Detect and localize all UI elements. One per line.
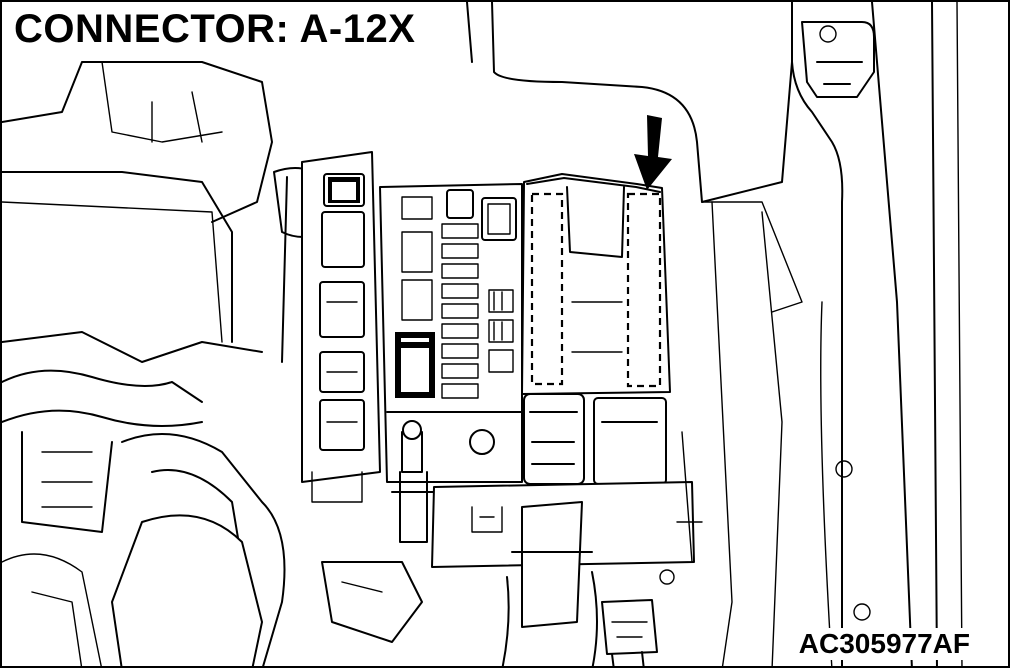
body-panel: [791, 2, 963, 666]
connector-outline-left: [530, 192, 564, 386]
figure-code: AC305977AF: [796, 628, 972, 660]
cowl-outline: [466, 2, 803, 666]
fuse-column: [441, 189, 479, 399]
fuse-block: [379, 183, 523, 483]
lower-components: [391, 393, 703, 666]
down-arrow-icon: [634, 115, 672, 190]
connector-a-12x-area: [521, 173, 671, 395]
diagram-title: CONNECTOR: A-12X: [12, 6, 422, 52]
relay-strip: [301, 151, 381, 503]
left-components: [2, 61, 423, 666]
connector-outline-right: [626, 192, 662, 388]
